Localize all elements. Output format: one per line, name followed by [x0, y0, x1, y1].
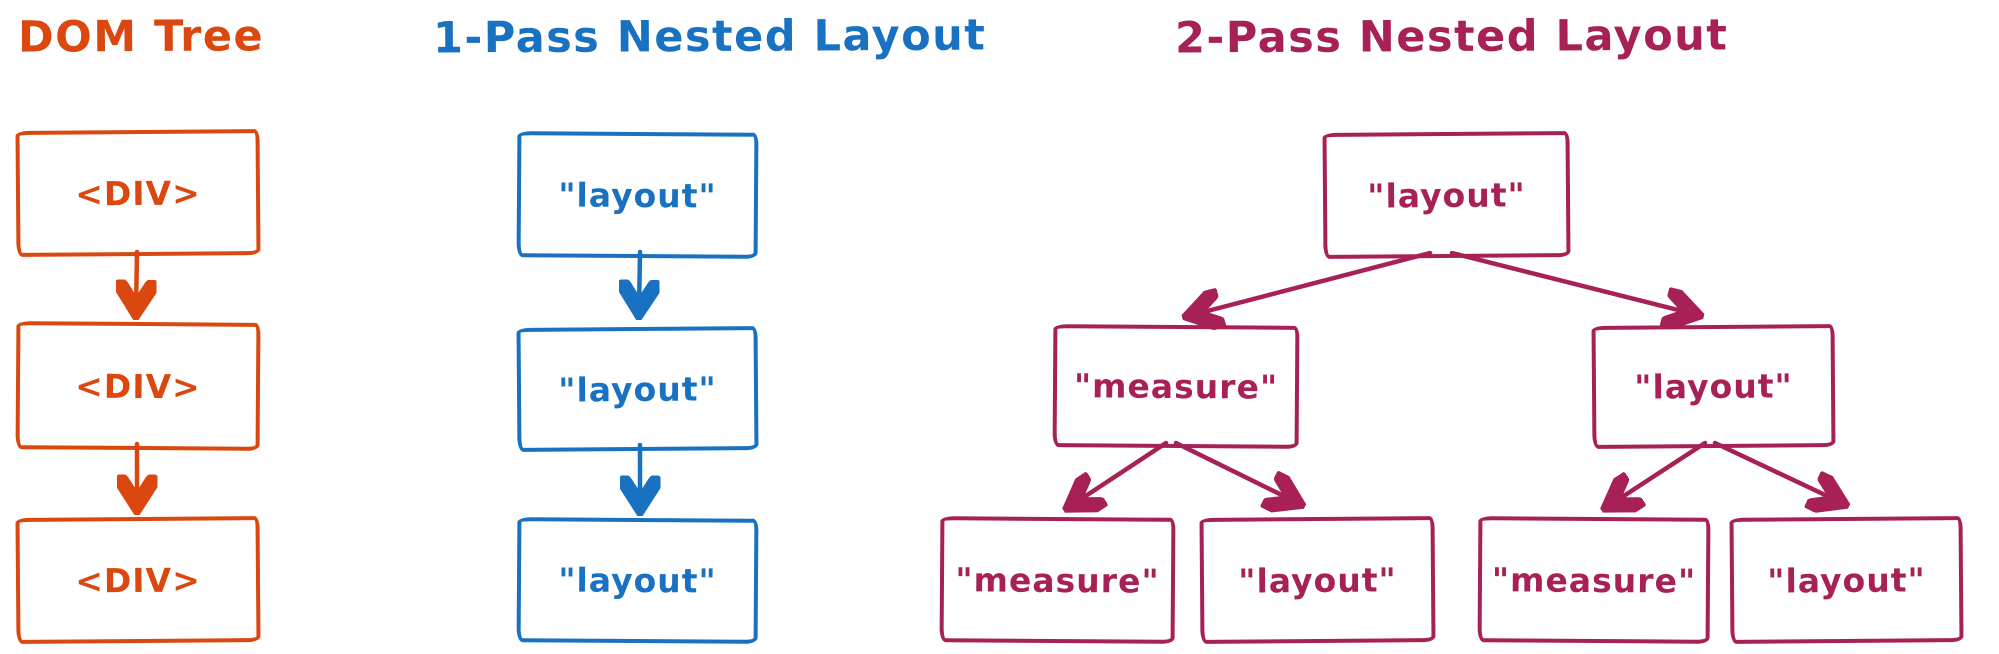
node-2pass-measure-left: "measure" — [1052, 324, 1300, 449]
node-div-3: <DIV> — [15, 516, 261, 644]
node-2pass-layout-leaf-1: "layout" — [1199, 516, 1436, 644]
section-title-2-pass: 2-Pass Nested Layout — [1174, 10, 1729, 64]
arrow-two-l-measure — [1072, 440, 1169, 505]
node-label: "layout" — [1767, 559, 1926, 601]
node-2pass-measure-leaf-1: "measure" — [939, 516, 1176, 644]
node-label: "layout" — [1367, 174, 1526, 216]
node-2pass-root-layout: "layout" — [1322, 131, 1571, 259]
arrow-two-root-layout — [1449, 250, 1694, 314]
node-2pass-layout-right: "layout" — [1591, 324, 1836, 449]
node-label: "layout" — [558, 560, 717, 601]
arrow-one-1-2 — [639, 249, 640, 310]
node-div-1: <DIV> — [15, 129, 261, 257]
section-title-1-pass: 1-Pass Nested Layout — [432, 10, 987, 64]
node-label: "layout" — [558, 174, 717, 216]
node-label: "layout" — [558, 368, 717, 410]
node-1pass-layout-3: "layout" — [516, 517, 759, 644]
node-label: <DIV> — [75, 366, 201, 406]
node-2pass-layout-leaf-2: "layout" — [1729, 516, 1964, 644]
node-1pass-layout-2: "layout" — [516, 326, 759, 452]
node-label: "measure" — [1491, 559, 1697, 601]
node-label: <DIV> — [75, 173, 201, 213]
node-2pass-measure-leaf-2: "measure" — [1477, 516, 1711, 644]
arrow-two-r-measure — [1610, 440, 1708, 505]
node-1pass-layout-1: "layout" — [516, 131, 759, 259]
node-label: "layout" — [1238, 559, 1397, 601]
node-label: "layout" — [1634, 366, 1793, 407]
node-label: <DIV> — [75, 560, 201, 600]
arrow-two-r-layout — [1712, 440, 1840, 502]
arrow-dom-1-2 — [136, 249, 137, 310]
section-title-dom-tree: DOM Tree — [17, 11, 265, 63]
node-label: "measure" — [1073, 366, 1279, 407]
arrow-two-root-measure — [1192, 250, 1433, 315]
node-div-2: <DIV> — [15, 321, 261, 451]
node-label: "measure" — [955, 559, 1160, 601]
arrow-two-l-layout — [1173, 440, 1296, 502]
